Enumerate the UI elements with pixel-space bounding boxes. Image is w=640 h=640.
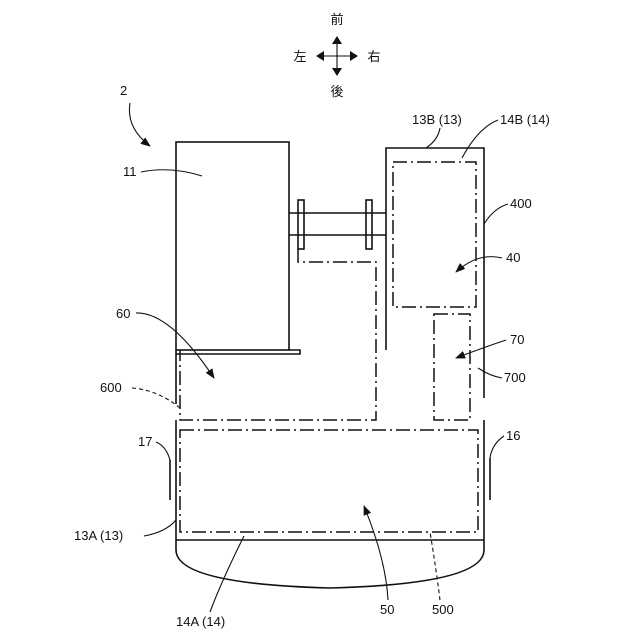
compass: 前 後 左 右: [293, 12, 380, 100]
label-13a: 13A (13): [74, 528, 123, 543]
label-13b: 13B (13): [412, 112, 462, 127]
label-11: 11: [123, 164, 137, 179]
component-50: [180, 430, 478, 532]
leader-500: [430, 532, 440, 600]
leader-13a: [144, 520, 176, 536]
label-60: 60: [116, 306, 130, 321]
leader-16: [490, 436, 504, 458]
leader-70: [456, 340, 506, 358]
label-600: 600: [100, 380, 122, 395]
case-14a-curve: [176, 540, 484, 588]
leader-13b: [426, 128, 440, 148]
compass-left: 左: [293, 50, 306, 65]
leader-14a: [210, 536, 244, 612]
label-400: 400: [510, 196, 532, 211]
compass-front: 前: [330, 12, 343, 28]
shaft: [289, 200, 386, 249]
component-70: [434, 314, 470, 420]
compass-back: 後: [330, 85, 343, 100]
leader-40: [456, 257, 502, 272]
leader-600: [132, 388, 180, 408]
leader-fig-ref: [129, 103, 150, 146]
label-16: 16: [506, 428, 520, 443]
label-40: 40: [506, 250, 520, 265]
label-14b: 14B (14): [500, 112, 550, 127]
leader-11: [141, 170, 202, 176]
compass-right: 右: [367, 50, 380, 65]
label-70: 70: [510, 332, 524, 347]
label-14a: 14A (14): [176, 614, 225, 629]
label-17: 17: [138, 434, 152, 449]
leader-17: [156, 442, 170, 460]
label-700: 700: [504, 370, 526, 385]
leader-14b: [462, 120, 498, 158]
label-50: 50: [380, 602, 394, 617]
component-60-boundary: [180, 249, 376, 420]
label-fig-ref: 2: [120, 83, 127, 98]
leader-700: [478, 368, 502, 378]
leader-60: [136, 313, 214, 378]
label-500: 500: [432, 602, 454, 617]
component-40: [393, 162, 476, 307]
leader-400: [484, 204, 508, 224]
